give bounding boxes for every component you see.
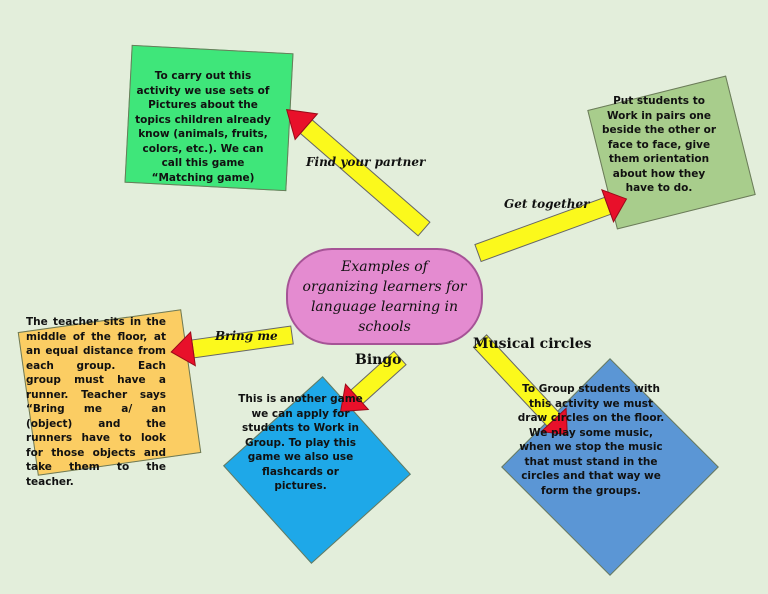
arrow-find-partner (285, 108, 431, 237)
arrow-get-together (474, 188, 628, 263)
bring-me-label: Bring me (215, 329, 278, 343)
center-topic: Examples of organizing learners for lang… (286, 248, 483, 345)
arrow-bingo (339, 350, 407, 413)
arrow-musical-circles (472, 334, 568, 436)
bingo-label: Bingo (355, 352, 402, 368)
get-together-label: Get together (504, 197, 590, 211)
bring-me-text: The teacher sits in the middle of the fl… (26, 316, 166, 488)
musical-circles-text: To Group students with this activity we … (517, 383, 665, 497)
find-partner-label: Find your partner (306, 155, 426, 169)
find-partner-text: To carry out this activity we use sets o… (135, 70, 271, 184)
bingo-text: This is another game we can apply for st… (238, 393, 363, 492)
arrow-bring-me (170, 325, 294, 367)
musical-circles-label: Musical circles (473, 336, 592, 352)
get-together-text: Put students to Work in pairs one beside… (601, 95, 717, 194)
